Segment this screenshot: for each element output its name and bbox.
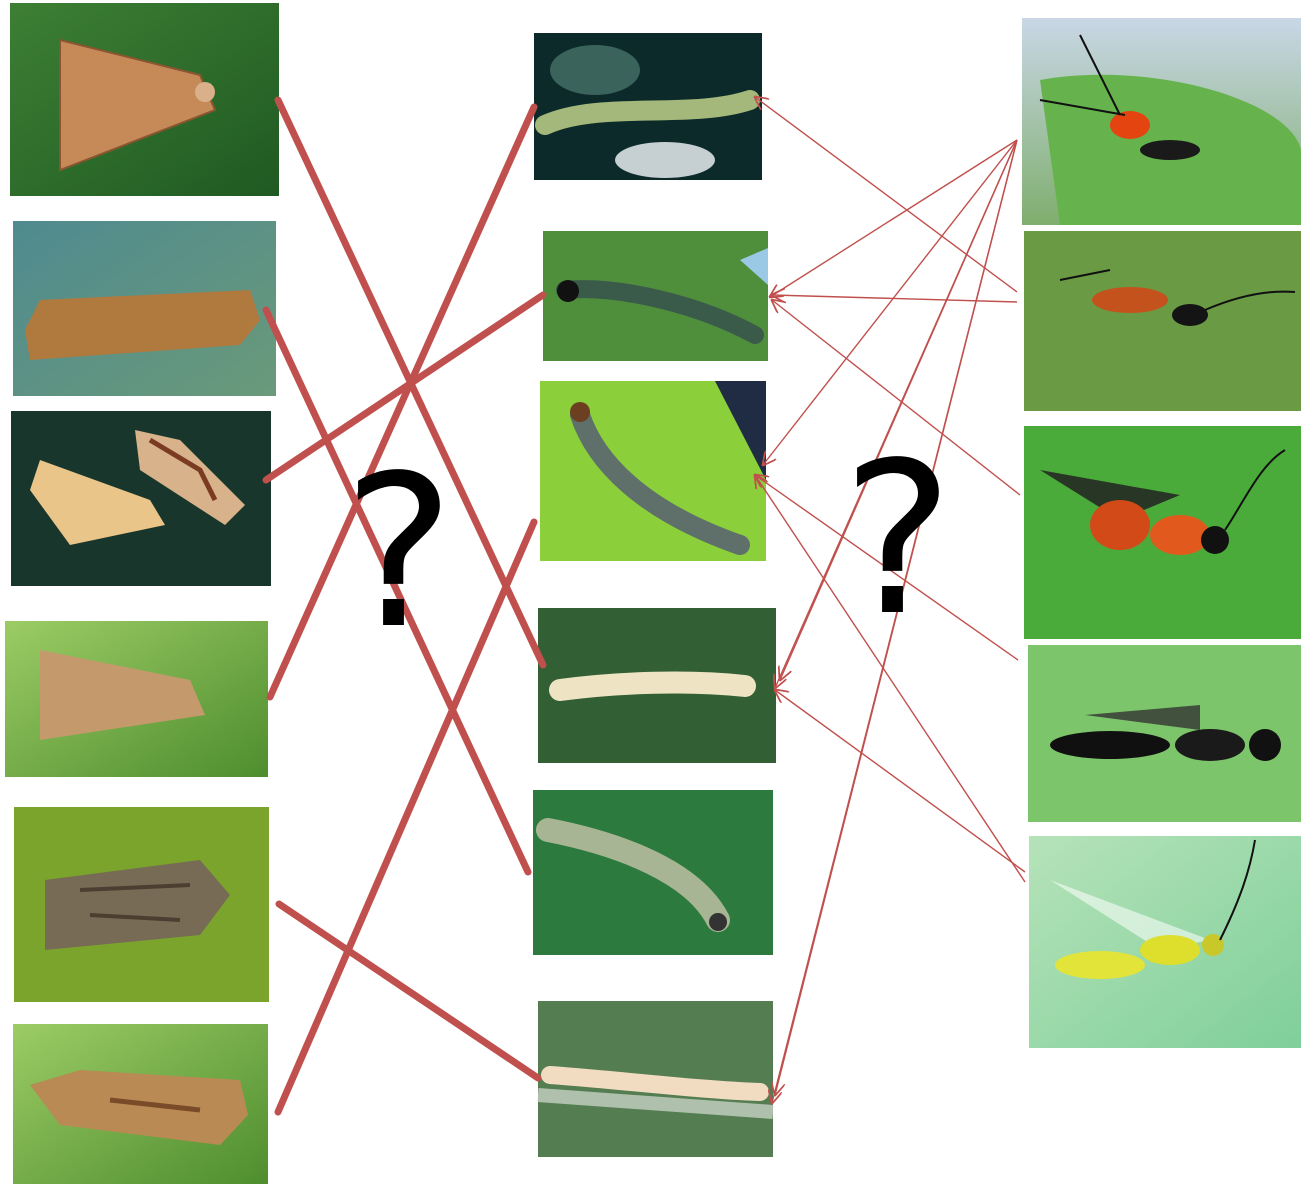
larva-photo-6 xyxy=(538,1001,773,1157)
wasp-photo-5 xyxy=(1029,836,1301,1048)
moth-photo-2 xyxy=(13,221,276,396)
link-moth5-larva6 xyxy=(279,904,538,1078)
moth-photo-3 xyxy=(11,411,271,586)
question-mark-left: ? xyxy=(343,430,454,675)
wasp-photo-2 xyxy=(1024,231,1301,411)
arrow-wasp2-larva1 xyxy=(755,97,1017,292)
larva-photo-5 xyxy=(533,790,773,955)
wasp-photo-3 xyxy=(1024,426,1301,639)
arrow-wasp5-larva4 xyxy=(775,690,1025,872)
larva-photo-3 xyxy=(540,381,766,561)
moth-photo-1 xyxy=(10,3,279,196)
arrow-wasp1-larva2 xyxy=(770,140,1017,297)
larva-photo-1 xyxy=(534,33,762,180)
larva-photo-4 xyxy=(538,608,776,763)
wasp-photo-4 xyxy=(1028,645,1301,822)
moth-photo-5 xyxy=(14,807,269,1002)
moth-photo-4 xyxy=(5,621,268,777)
question-mark-right: ? xyxy=(842,417,953,662)
wasp-photo-1 xyxy=(1022,18,1301,225)
larva-photo-2 xyxy=(543,231,768,361)
moth-photo-6 xyxy=(13,1024,268,1184)
